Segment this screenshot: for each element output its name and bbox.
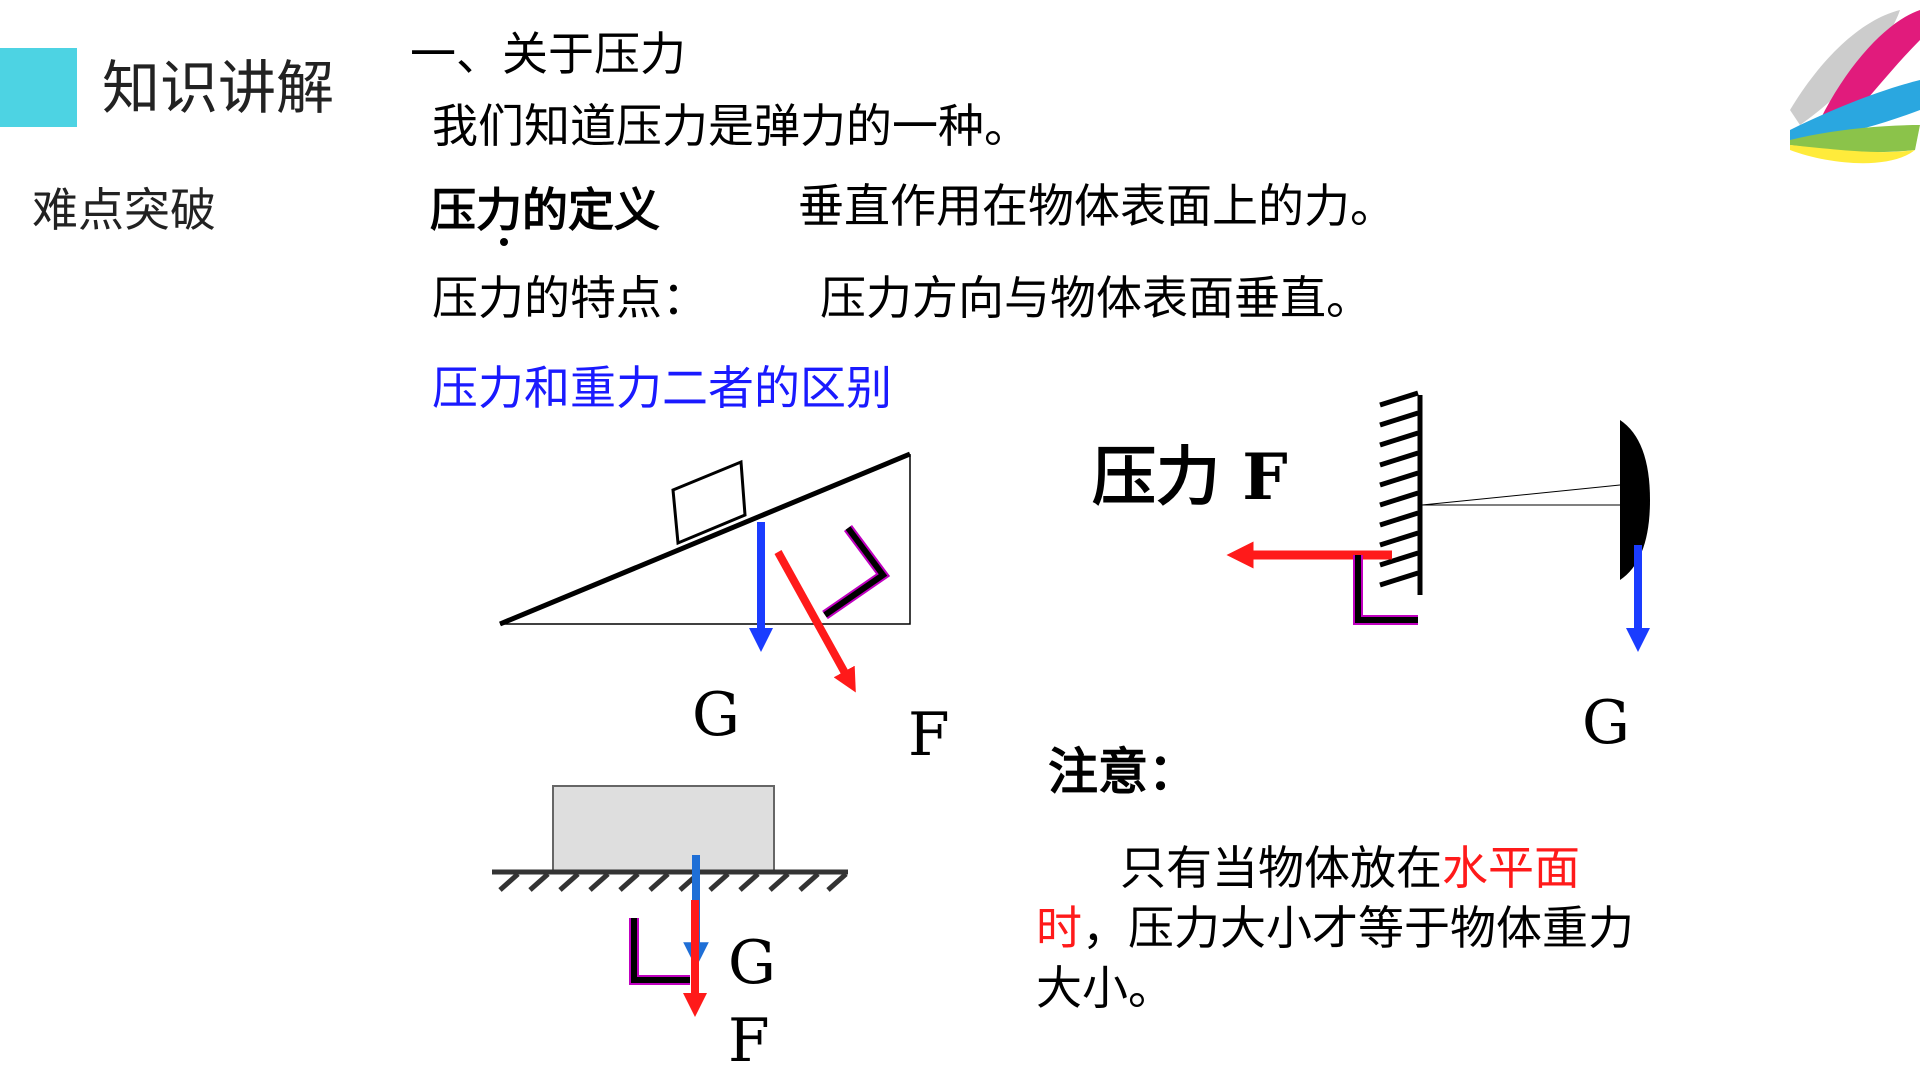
feature-label: 压力的特点： [432,271,708,325]
feature-text: 压力方向与物体表面垂直。 [820,271,1372,325]
difference-title: 压力和重力二者的区别 [432,361,892,415]
wall-force-title: 压力 F [1092,440,1288,515]
incline-pressure-arrow [774,550,856,693]
notice-highlight-when: 时 [1036,901,1082,955]
hanging-ball [1620,420,1650,580]
notice-highlight-horizontal: 水平面 [1442,841,1580,895]
floor-force-label: F [728,1006,770,1076]
wall-diagram [1226,390,1650,652]
side-label: 难点突破 [32,183,216,237]
section-title: 知识讲解 [102,54,335,122]
wall-gravity-label: G [1582,688,1630,758]
heading: 一、关于压力 [410,27,686,81]
incline-surface [499,451,911,627]
floor-right-angle [631,918,690,983]
right-angle-mark [823,526,888,618]
definition-text: 垂直作用在物体表面上的力。 [798,179,1396,233]
floor-block [552,785,775,873]
incline-gravity-label: G [692,680,740,750]
floor-gravity-label: G [728,928,776,998]
floor-right-angle-outline [629,918,690,985]
definition-label: 压力的定义 [430,183,660,237]
logo-icon [1790,10,1920,164]
accent-square [0,48,77,127]
intro-text: 我们知道压力是弹力的一种。 [432,99,1030,153]
notice-text-part1: 只有当物体放在 [1120,841,1442,895]
incline-diagram [499,451,911,693]
wall-hatching [1379,390,1419,588]
emphasis-dot [500,238,508,246]
notice-text-part2: ，压力大小才等于物体重力大小。 [1036,901,1634,1015]
notice-text: 只有当物体放在水平面时，压力大小才等于物体重力大小。 [1036,838,1636,1018]
notice-label: 注意： [1048,742,1198,801]
wall-right-angle [1355,555,1418,623]
incline-triangle-outline [500,454,911,625]
floor-hatching [498,872,848,892]
string-line-top [1421,484,1621,506]
incline-force-label: F [908,700,950,770]
floor-diagram [492,785,848,1017]
incline-block [671,459,747,546]
